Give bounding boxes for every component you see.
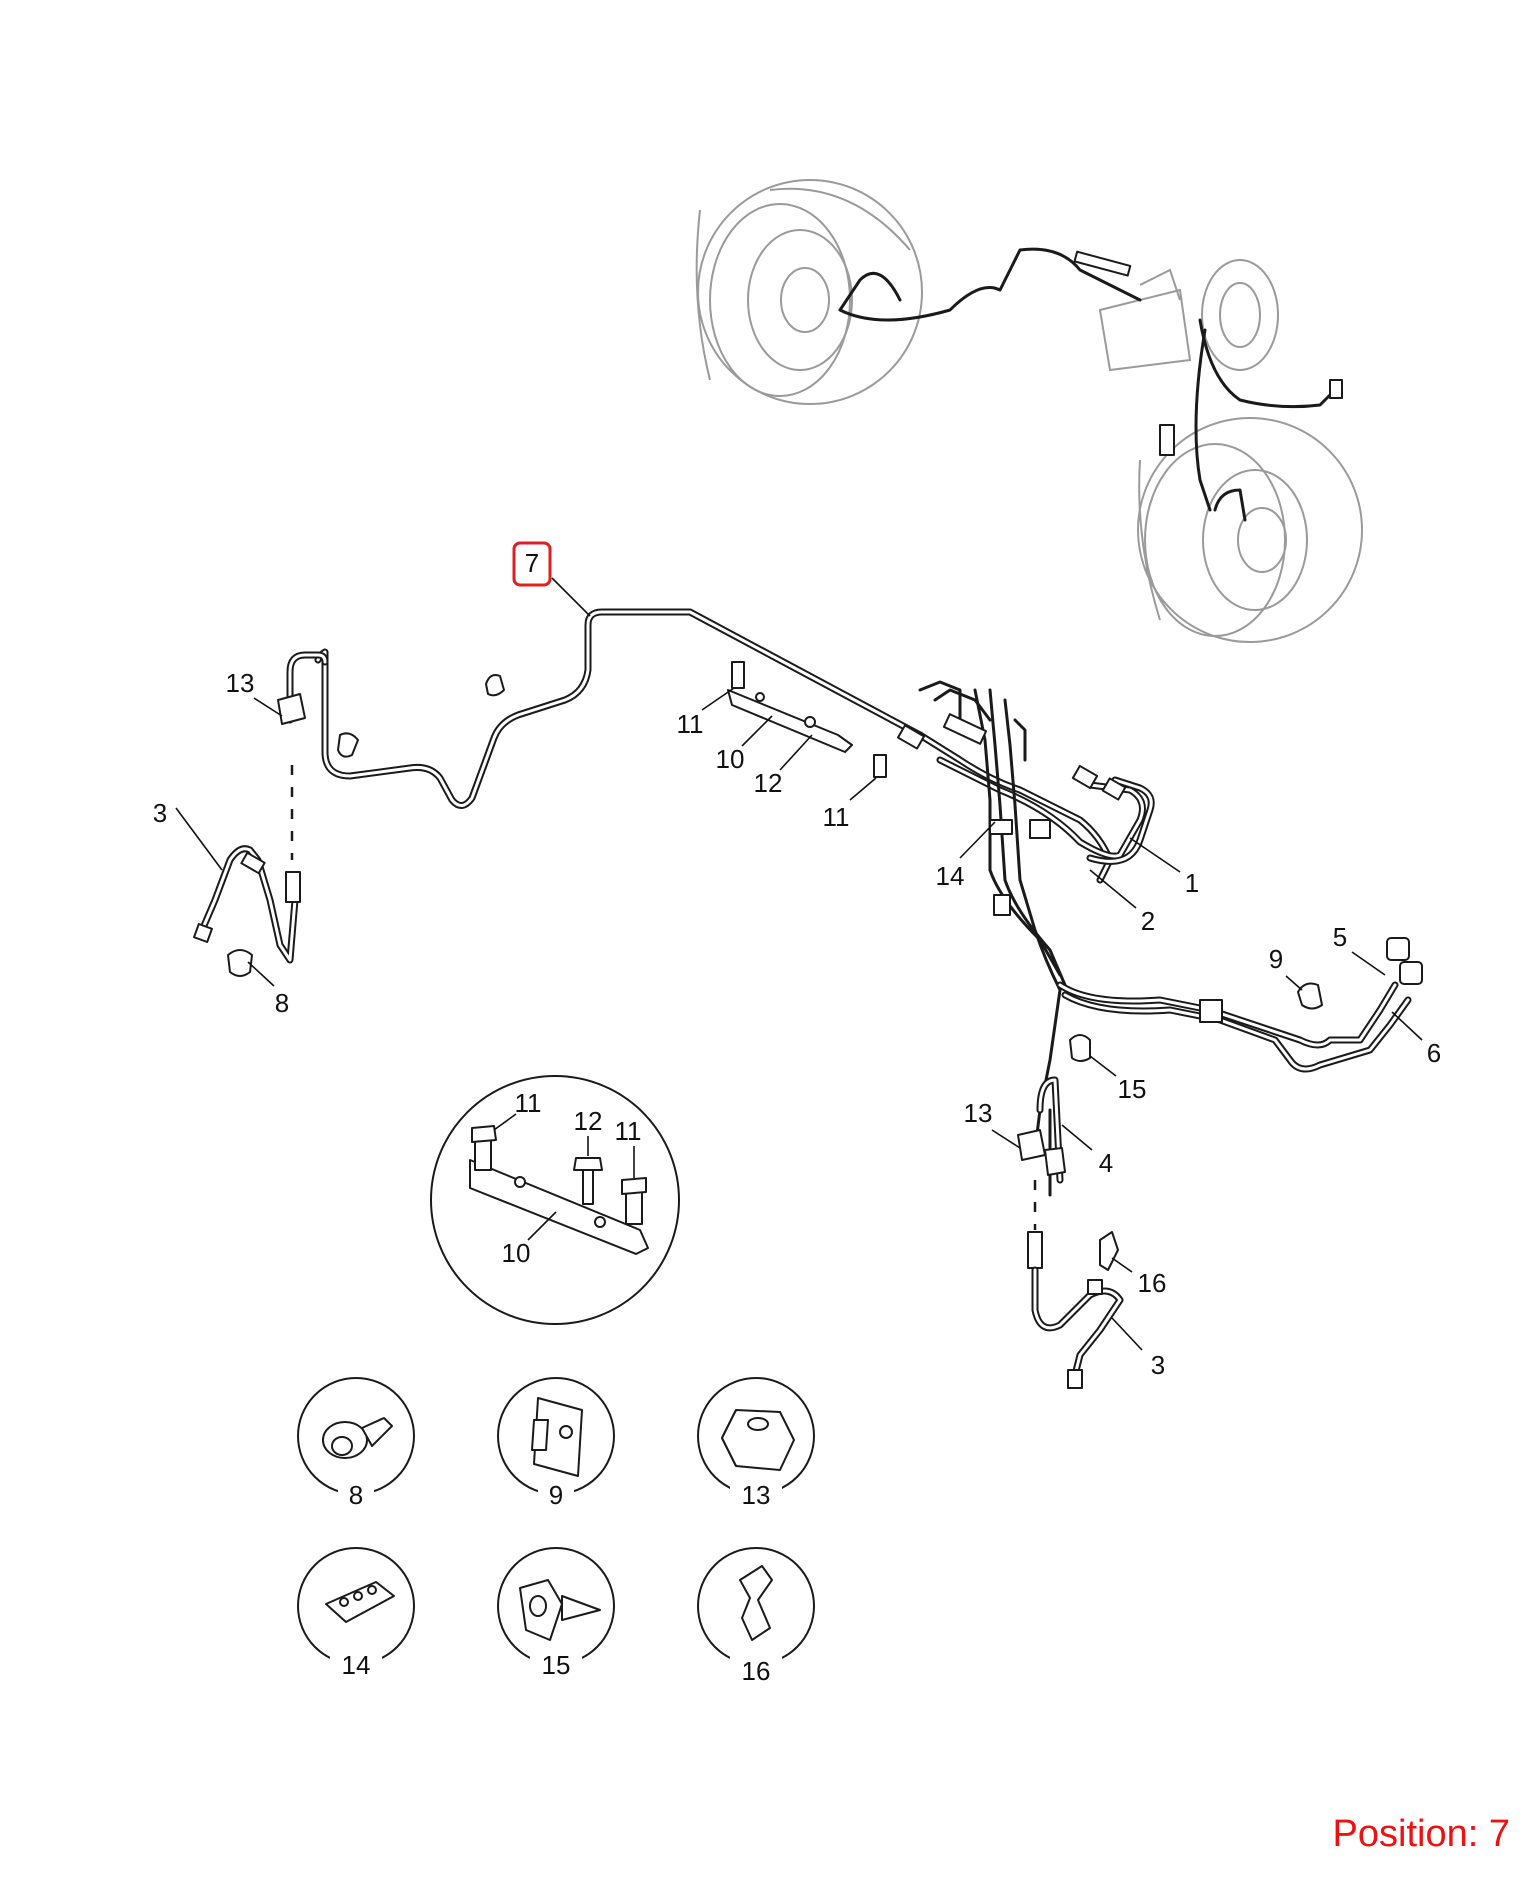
callout-9-main: 9	[1269, 944, 1283, 974]
inset-15: 15	[497, 1547, 615, 1684]
bracket-main	[727, 661, 887, 778]
position-indicator: Position: 7	[1332, 1813, 1510, 1855]
main-clips	[1069, 982, 1323, 1062]
inset-13: 13	[697, 1377, 815, 1514]
inset-14: 14	[297, 1547, 415, 1684]
brake-line-7	[286, 608, 924, 809]
callout-13-left: 13	[226, 668, 255, 698]
inset-label-16: 16	[742, 1656, 771, 1686]
front-left-wheel	[695, 179, 923, 405]
front-right-wheel	[1137, 417, 1363, 643]
inset-label-13: 13	[742, 1480, 771, 1510]
callout-11-top: 11	[677, 709, 704, 739]
callout-3-left: 3	[153, 798, 167, 828]
callout-4: 4	[1099, 1148, 1113, 1178]
inset-label-14: 14	[342, 1650, 371, 1680]
inset-label-15: 15	[542, 1650, 571, 1680]
callout-16-main: 16	[1138, 1268, 1167, 1298]
callout-13-right: 13	[964, 1098, 993, 1128]
callout-2: 2	[1141, 906, 1155, 936]
inset-9: 9	[497, 1377, 615, 1514]
callout-12-main: 12	[754, 768, 783, 798]
callout-1: 1	[1185, 868, 1199, 898]
detail-callout-10: 10	[502, 1238, 531, 1268]
callout-3-right: 3	[1151, 1350, 1165, 1380]
central-bundle	[896, 680, 1155, 992]
inset-8: 8	[297, 1377, 415, 1514]
callout-8-main: 8	[275, 988, 289, 1018]
callouts: 1 2 14 11 10 12 11 13 3 8 5 9 6 15 13 4 …	[153, 668, 1441, 1380]
inset-16: 16	[697, 1547, 815, 1690]
left-hose	[193, 693, 359, 977]
callout-14: 14	[936, 861, 965, 891]
bracket-detail-view: 11 12 11 10	[430, 1075, 680, 1325]
rear-lines	[1017, 937, 1423, 1197]
detail-callout-11-right: 11	[615, 1116, 642, 1146]
callout-10-main: 10	[716, 744, 745, 774]
callout-15-main: 15	[1118, 1074, 1147, 1104]
detail-callout-11-left: 11	[515, 1088, 542, 1118]
detail-callout-12: 12	[574, 1106, 603, 1136]
ghost-lines	[838, 247, 1343, 522]
right-hose	[1027, 1180, 1124, 1389]
callout-7-highlight	[512, 541, 552, 587]
callout-5: 5	[1333, 922, 1347, 952]
callout-7: 7	[525, 548, 539, 578]
inset-label-8: 8	[349, 1480, 363, 1510]
inset-label-9: 9	[549, 1480, 563, 1510]
master-cylinder-ghost	[1098, 259, 1279, 372]
callout-6: 6	[1427, 1038, 1441, 1068]
chassis-ghost	[695, 179, 1363, 643]
callout-11-mid: 11	[823, 802, 850, 832]
